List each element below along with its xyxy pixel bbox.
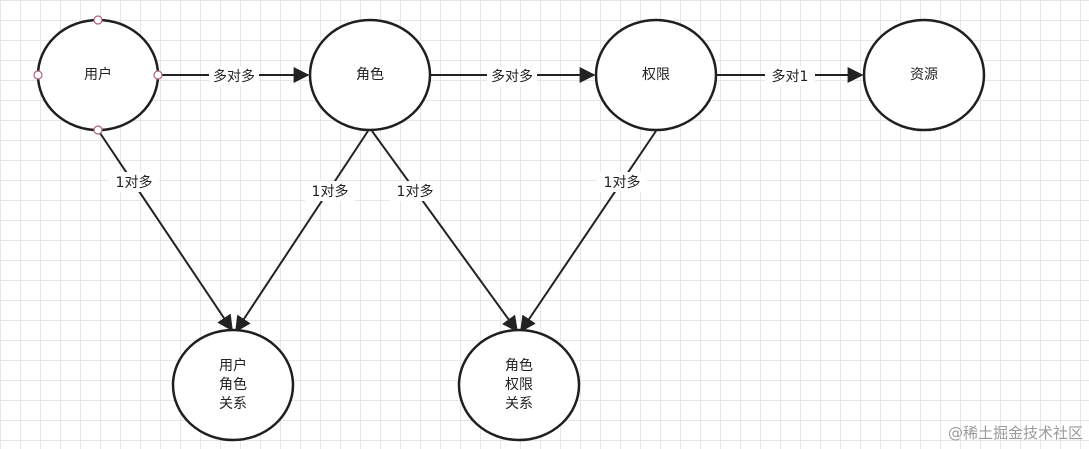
edge-label: 多对1 xyxy=(772,68,809,85)
edge-role-to-user_role[interactable]: 1对多 xyxy=(235,130,369,333)
node-resource[interactable]: 资源 xyxy=(862,18,986,132)
edge-label: 1对多 xyxy=(604,174,641,191)
node-perm[interactable]: 权限 xyxy=(594,18,718,132)
node-label: 关系 xyxy=(219,396,247,412)
edge-arrow[interactable] xyxy=(235,130,369,333)
node-label: 角色 xyxy=(505,357,533,374)
edge-arrow[interactable] xyxy=(520,130,657,333)
node-label: 用户 xyxy=(84,66,112,83)
node-label: 权限 xyxy=(505,377,533,393)
node-label: 权限 xyxy=(642,67,670,83)
edge-user-to-user_role[interactable]: 1对多 xyxy=(97,129,233,332)
node-shape[interactable] xyxy=(308,18,432,132)
node-shape[interactable] xyxy=(862,18,986,132)
node-label: 角色 xyxy=(219,376,247,393)
edge-label-background xyxy=(109,172,159,192)
watermark: @稀土掘金技术社区 xyxy=(947,424,1083,442)
edge-arrow[interactable] xyxy=(97,129,233,332)
node-label: 资源 xyxy=(910,67,938,83)
edge-label-background xyxy=(209,66,259,86)
edge-label-background xyxy=(390,181,440,201)
node-label: 角色 xyxy=(356,66,384,83)
node-role[interactable]: 角色 xyxy=(308,18,432,132)
edge-label: 1对多 xyxy=(116,174,153,191)
node-label: 关系 xyxy=(505,396,533,412)
selection-handle[interactable] xyxy=(93,15,103,25)
node-shape[interactable] xyxy=(171,328,295,442)
node-user[interactable]: 用户 xyxy=(36,18,160,132)
edge-arrow[interactable] xyxy=(371,130,518,333)
edge-label: 1对多 xyxy=(312,183,349,200)
node-shape[interactable] xyxy=(594,18,718,132)
edge-label-background xyxy=(487,66,537,86)
edge-user-to-role[interactable]: 多对多 xyxy=(158,66,310,86)
node-label: 用户 xyxy=(219,357,247,374)
edge-perm-to-resource[interactable]: 多对1 xyxy=(716,66,864,86)
selection-handle[interactable] xyxy=(153,70,163,80)
edge-label-background xyxy=(597,172,647,192)
edge-label-background xyxy=(765,66,815,86)
edge-label-background xyxy=(305,181,355,201)
edge-role-to-role_perm[interactable]: 1对多 xyxy=(371,130,518,333)
edge-perm-to-role_perm[interactable]: 1对多 xyxy=(520,130,657,333)
edge-label: 多对多 xyxy=(213,68,255,85)
selection-handle[interactable] xyxy=(33,70,43,80)
edge-label: 多对多 xyxy=(491,68,533,85)
node-shape[interactable] xyxy=(457,328,581,442)
selection-handle[interactable] xyxy=(93,125,103,135)
edge-role-to-perm[interactable]: 多对多 xyxy=(430,66,596,86)
edge-label: 1对多 xyxy=(397,183,434,200)
